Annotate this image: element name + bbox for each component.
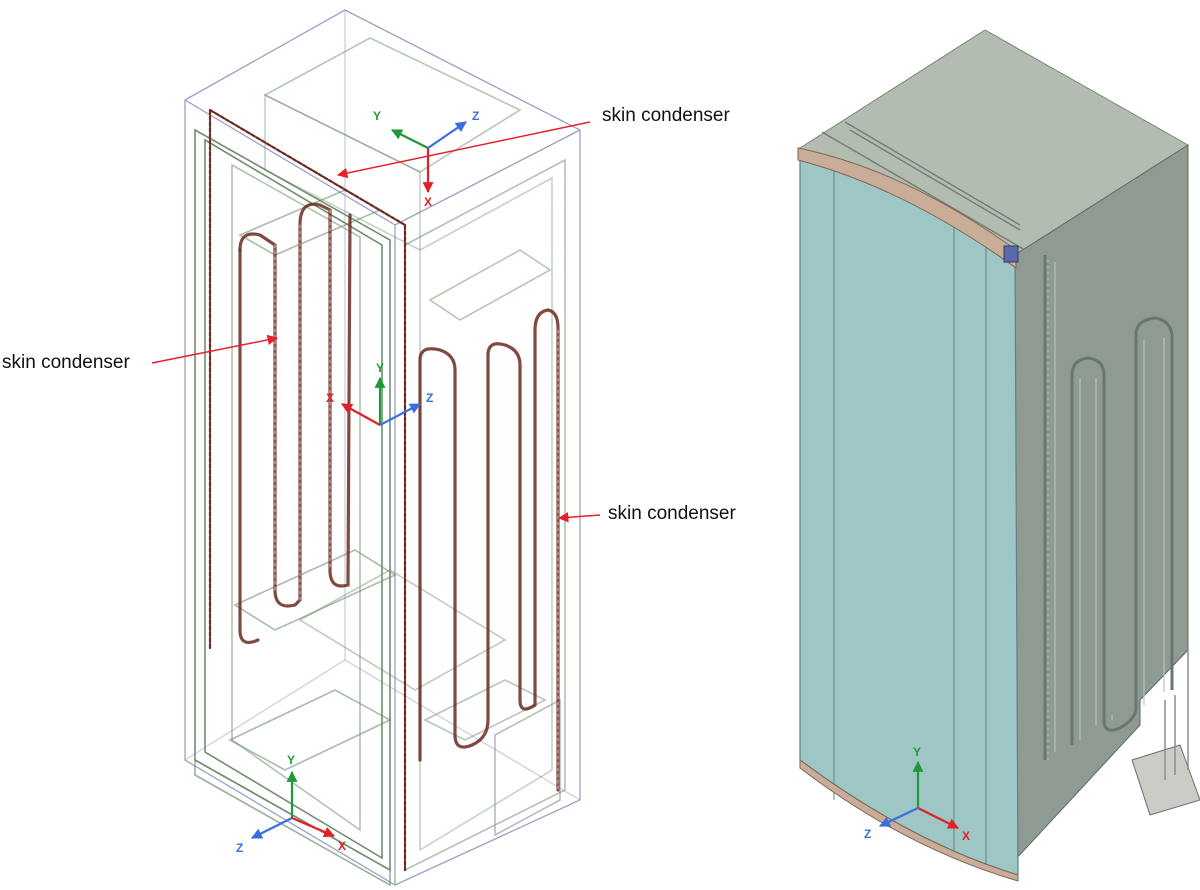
axis-label-z-top: Z [472,109,479,123]
axis-label-z-center: Z [426,391,433,405]
callout-label-left: skin condenser [2,352,130,373]
skin-condenser-tubes [208,108,560,872]
axis-label-x-top: X [424,195,432,209]
axis-label-z-bl: Z [236,841,243,855]
axis-triad-solid [879,760,959,829]
axis-label-y-center: Y [376,361,384,375]
axis-label-y-bl: Y [287,753,295,767]
inner-liner-frame [194,37,566,887]
callout-arrow-left [151,334,279,364]
door-bottom-trim [799,759,1019,882]
callout-arrows [151,121,601,523]
axis-label-x-bl: X [338,839,346,853]
axis-triad-bottom-left [251,770,336,839]
axis-label-y-solid: Y [913,745,921,759]
axis-label-y-top: Y [373,109,381,123]
side-condenser-recess [1043,255,1174,760]
solid-model: Y X Z [797,29,1200,882]
axis-label-x-center: X [326,391,334,405]
axis-label-x-solid: X [962,829,970,843]
cabinet-door [799,149,1019,876]
outer-housing-box [184,9,581,886]
callout-arrow-right [557,512,601,523]
door-hinge [1003,245,1019,263]
axis-label-z-solid: Z [864,827,871,841]
door-top-trim [797,147,1017,269]
callout-label-right: skin condenser [608,503,736,524]
wireframe-model: Y Z X Y X Z Y X Z [184,9,581,887]
axis-triad-top [391,121,467,194]
bottom-compressor-tray [1131,650,1200,816]
callout-label-top: skin condenser [602,105,730,126]
callout-arrow-top [336,121,591,179]
axis-triad-center [341,376,421,426]
